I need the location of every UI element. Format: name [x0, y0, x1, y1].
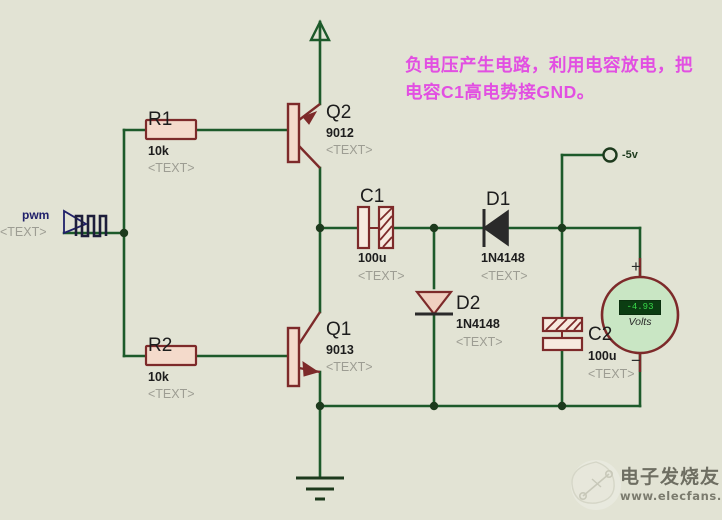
capacitor-c2-symbol [541, 316, 584, 352]
watermark-brand-text: 电子发烧友 [620, 466, 721, 488]
voltmeter-readout: -4.93 [619, 300, 661, 315]
junction-gnd-q1 [315, 401, 325, 411]
annotation-note: 负电压产生电路，利用电容放电，把电容C1高电势接GND。 [405, 55, 693, 102]
voltmeter-symbol [600, 275, 680, 355]
terminal-neg5v-circle [602, 147, 618, 163]
watermark-logo-icon [571, 460, 621, 510]
diode-d2-symbol [414, 290, 454, 316]
junction-dots [119, 223, 567, 411]
transistor-q1-symbol [286, 311, 322, 388]
pwm-input-symbol [63, 209, 108, 238]
ground-symbol [296, 476, 344, 501]
capacitor-c1-symbol [356, 205, 395, 250]
junction-pwm-bus [119, 228, 129, 238]
junction-gnd-c2 [557, 401, 567, 411]
wire-network [62, 20, 642, 480]
watermark-url-text: www.elecfans.com [620, 489, 722, 503]
diode-d1-symbol [482, 209, 509, 247]
resistor-r2-body [144, 344, 198, 367]
voltmeter-body [600, 275, 680, 355]
junction-midnode [315, 223, 325, 233]
vcc-supply-arrow [309, 19, 331, 42]
junction-nodeb [557, 223, 567, 233]
junction-nodea [429, 223, 439, 233]
resistor-r1-body [144, 118, 198, 141]
voltmeter-units-label: Volts [628, 316, 652, 328]
junction-gnd-d2 [429, 401, 439, 411]
transistor-q2-symbol [286, 102, 321, 169]
